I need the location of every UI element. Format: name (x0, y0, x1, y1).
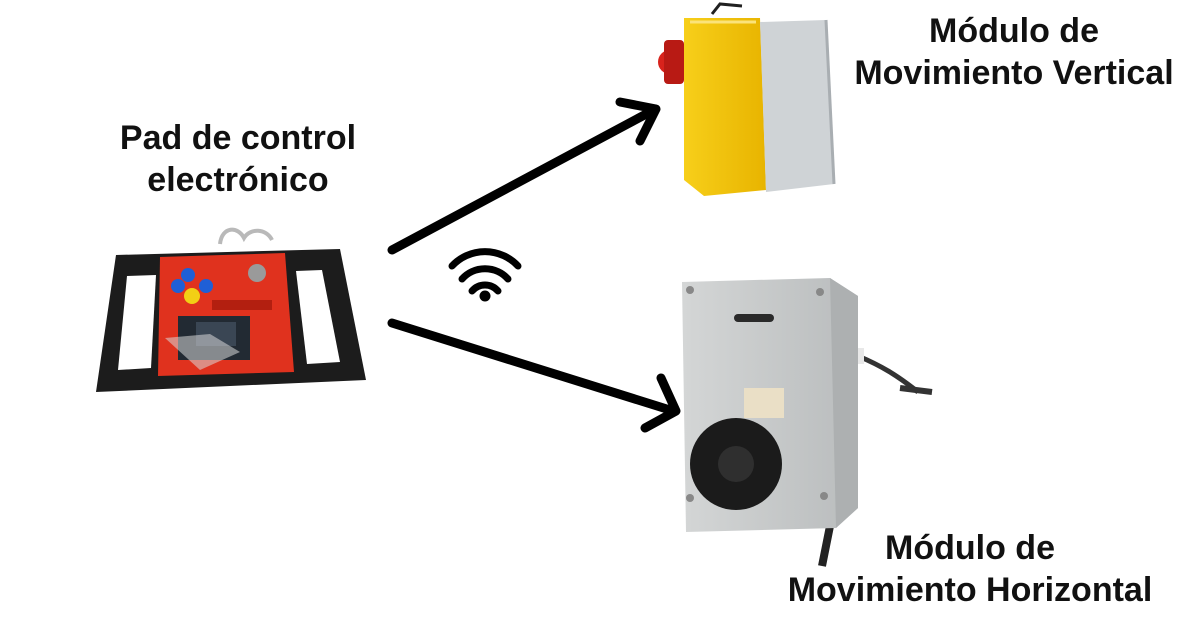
pad-label: Pad de control electrónico (80, 117, 396, 201)
control-pad-photo (96, 227, 366, 392)
horizontal-module-label: Módulo de Movimiento Horizontal (760, 527, 1180, 611)
vertical-module-photo (658, 2, 836, 196)
arrow-to-horizontal (387, 318, 681, 433)
vertical-module-label: Módulo de Movimiento Vertical (830, 10, 1198, 94)
pad-label-line2: electrónico (147, 161, 329, 199)
pad-label-line1: Pad de control (119, 119, 357, 157)
arrow-to-vertical (387, 97, 661, 255)
vertical-label-line1: Módulo de (929, 12, 1099, 50)
horizontal-label-line1: Módulo de (885, 529, 1055, 567)
wifi-icon (448, 248, 522, 302)
vertical-label-line2: Movimiento Vertical (854, 54, 1174, 92)
horizontal-label-line2: Movimiento Horizontal (787, 571, 1153, 609)
horizontal-module-photo (682, 278, 933, 567)
